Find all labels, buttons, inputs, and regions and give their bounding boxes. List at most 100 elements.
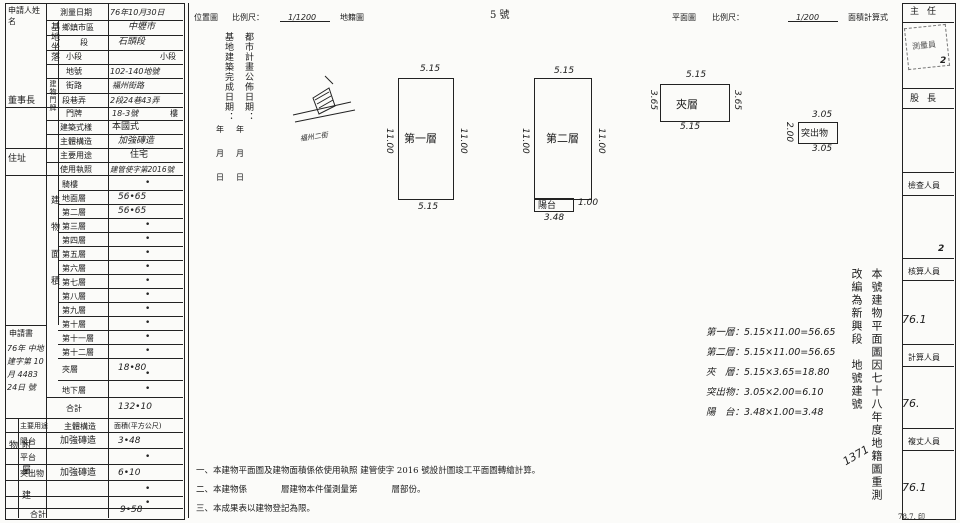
floor-name: 第九層 (62, 306, 86, 315)
dim-first-h: 11.00 (384, 128, 394, 154)
balcony-label: 陽台 (538, 201, 557, 211)
section-value: 石頭段 (118, 37, 146, 47)
calculation-line: 陽 台：3.48×1.00=3.48 (706, 407, 824, 418)
area-calc-label: 面積計算式 (848, 13, 888, 22)
floor-value: • (145, 369, 151, 379)
dim-first-h-right: 11.00 (458, 128, 468, 154)
applicant-book-value: 76年 中地建字第 10月 4483 24日 號 (7, 344, 44, 392)
annex-header-struct: 主體構造 (64, 422, 96, 431)
site-map-label: 地籍圖 (340, 13, 364, 22)
bottom-partial: 78.7. 印 (898, 513, 926, 521)
right-chief-label: 主任 (910, 7, 945, 17)
subsection-value: 小段 (160, 52, 176, 61)
room-first-floor (398, 78, 454, 200)
calculator-label: 核算人員 (908, 267, 940, 276)
floor-name: 騎樓 (62, 180, 78, 189)
plan-header: 平面圖 (672, 13, 696, 22)
lane-label: 段巷弄 (62, 96, 86, 105)
floor-name: 第六層 (62, 264, 86, 273)
footnote-line: 三、本成果表以建物登記為限。 (196, 504, 316, 514)
chief-label: 董事長 (8, 96, 36, 106)
style-value: 本國式 (112, 122, 140, 132)
day-label-2: 日 (236, 173, 244, 182)
floor-value: • (145, 318, 151, 328)
floor-value: 56•65 (118, 192, 147, 202)
section-label: 段 (80, 38, 88, 47)
day-label-1: 日 (216, 173, 224, 182)
floor-value: • (145, 248, 151, 258)
number-label: 門牌 (66, 109, 82, 118)
drafter-label: 計算人員 (908, 353, 940, 362)
floor-value: • (145, 262, 151, 272)
location-sketch (292, 75, 356, 123)
dim-first-w-top: 5.15 (420, 64, 441, 74)
annex-use: 突出物 (20, 469, 44, 478)
checker-label: 檢查人員 (908, 181, 940, 190)
vertical-note-2: 改編為新興段 地號建號 (850, 268, 863, 411)
dim-second-h: 11.00 (520, 128, 530, 154)
floor-value: 18•80 (118, 363, 147, 373)
use-label: 主要用途 (60, 151, 92, 160)
floor-name: 地面層 (62, 194, 86, 203)
site-scale-label: 比例尺： (232, 13, 264, 22)
handwritten-mark: 1371 (840, 442, 872, 469)
floor-value: • (145, 234, 151, 244)
annex-area: 6•10 (118, 468, 141, 478)
clerk-label: 複丈人員 (908, 437, 940, 446)
annex-use: 平台 (20, 453, 36, 462)
floor-value: • (145, 220, 151, 230)
building-doorplate-label: 建物門牌 (49, 80, 57, 112)
dim-second-h-right: 11.00 (596, 128, 606, 154)
calculation-line: 第二層：5.15×11.00=56.65 (706, 347, 836, 358)
calculation-line: 第一層：5.15×11.00=56.65 (706, 327, 836, 338)
floor-value: • (145, 178, 151, 188)
floor-name: 第五層 (62, 250, 86, 259)
room-protrusion (798, 122, 838, 144)
floor-name: 第四層 (62, 236, 86, 245)
month-label-2: 月 (236, 149, 244, 158)
floor-name: 夾層 (62, 365, 78, 374)
floor-name: 合計 (66, 404, 82, 413)
annex-total-label: 合計 (30, 510, 46, 519)
vertical-note-1: 本號建物平面圖因七十八年度地籍圖重測 (870, 268, 883, 502)
footnote-line: 一、本建物平面圖及建物面積係依使用執照 建管使字 2016 號設計圖竣工平面圖轉… (196, 466, 541, 476)
annex-area: • (145, 498, 151, 508)
dim-mezz-h: 3.65 (648, 90, 658, 111)
lot-label: 地號 (66, 67, 82, 76)
dim-protrusion-w-bottom: 3.05 (812, 144, 833, 154)
township-value: 中壢市 (128, 22, 156, 32)
floor-value: 132•10 (118, 402, 152, 412)
annex-area: • (145, 452, 151, 462)
address-label: 住址 (8, 154, 27, 164)
footnote-line: 二、本建物係 層建物本件僅測量第 層部份。 (196, 485, 426, 495)
annex-struct: 加強磚造 (60, 468, 97, 478)
right-approval-column (902, 3, 956, 520)
num-2b: 2 (938, 244, 945, 254)
annex-header-area: 面積(平方公尺) (114, 422, 162, 430)
calculation-line: 突出物：3.05×2.00=6.10 (706, 387, 824, 398)
site-label: 基地坐落 (49, 22, 59, 62)
township-label: 鄉鎮市區 (62, 23, 94, 32)
floor-name: 第八層 (62, 292, 86, 301)
site-scale-value: 1/1200 (288, 13, 317, 22)
room-mezzanine-label: 夾層 (676, 98, 698, 111)
annex-use: 陽台 (20, 437, 36, 446)
road-label: 街路 (66, 81, 82, 90)
room-protrusion-label: 突出物 (801, 129, 829, 139)
floor-name: 第二層 (62, 208, 86, 217)
annex-side-label: 附屬建物 (7, 440, 30, 515)
floor-value: • (145, 332, 151, 342)
annex-struct: 加強磚造 (60, 436, 97, 446)
floor-value: 56•65 (118, 206, 147, 216)
annex-total-value: 9•58 (120, 505, 143, 515)
lane-value: 2段24巷43弄 (110, 96, 160, 105)
date-1: 76.1 (902, 313, 927, 326)
dim-protrusion-h: 2.00 (784, 122, 794, 143)
dim-mezz-w-top: 5.15 (686, 70, 707, 80)
floor-num-label: 樓 (170, 109, 178, 118)
lot-value: 102-140地號 (110, 67, 160, 76)
applicant-label: 申請人姓名 (8, 6, 40, 26)
date-3: 76.1 (902, 481, 927, 494)
floors-header: 建物面積 (49, 195, 59, 303)
road-value: 福州街路 (112, 81, 144, 90)
